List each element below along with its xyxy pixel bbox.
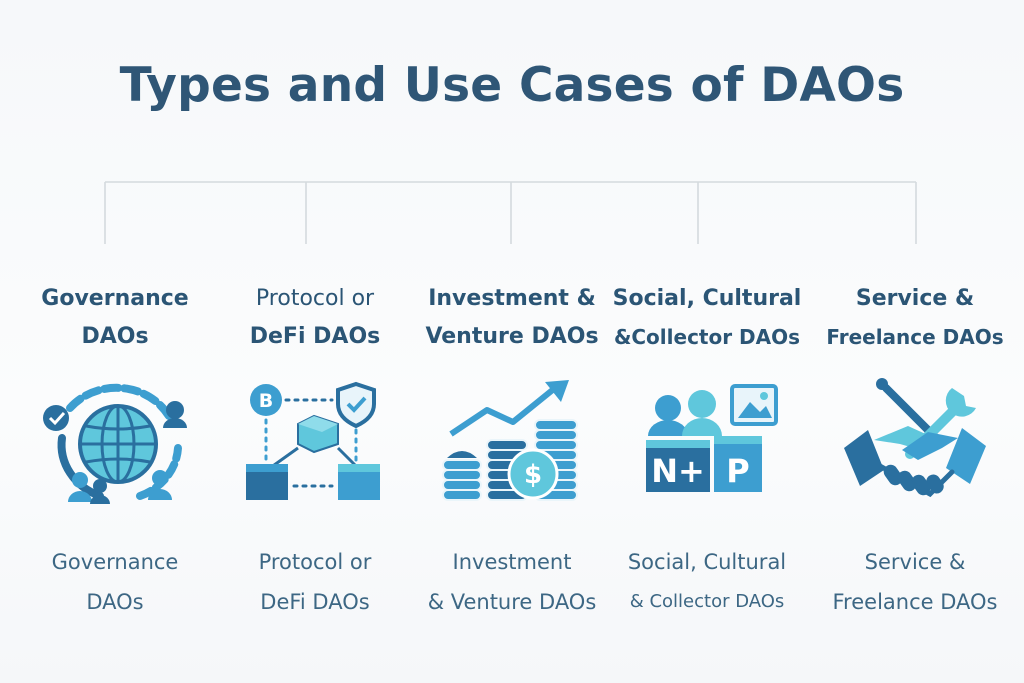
category-service: Service & Freelance DAOs Service & Freel… xyxy=(815,280,1015,622)
page-title: Types and Use Cases of DAOs xyxy=(119,58,905,113)
svg-text:P: P xyxy=(726,452,749,490)
category-heading: Investment & Venture DAOs xyxy=(425,286,599,349)
category-caption: Protocol or DeFi DAOs xyxy=(258,550,372,614)
category-caption: Investment & Venture DAOs xyxy=(427,550,597,614)
category-investment: Investment & Venture DAOs xyxy=(412,280,612,622)
svg-text:N+: N+ xyxy=(651,452,705,490)
category-caption: Governance DAOs xyxy=(51,550,179,614)
category-social: Social, Cultural &Collector DAOs N+ P So… xyxy=(607,280,807,622)
category-heading: Service & Freelance DAOs xyxy=(826,286,1004,349)
category-heading: Governance DAOs xyxy=(41,286,189,349)
blockchain-cubes-icon: B xyxy=(246,381,380,500)
category-heading: Social, Cultural &Collector DAOs xyxy=(612,286,802,349)
svg-text:$: $ xyxy=(524,460,542,490)
category-caption: Service & Freelance DAOs xyxy=(832,550,998,614)
category-caption: Social, Cultural & Collector DAOs xyxy=(627,550,787,612)
svg-text:B: B xyxy=(259,390,273,412)
category-governance: Governance DAOs Governance DAOs xyxy=(15,280,215,622)
handshake-tools-icon xyxy=(844,378,986,498)
category-protocol: Protocol or DeFi DAOs B Protocol or DeFi… xyxy=(215,280,415,622)
community-nft-icon: N+ P xyxy=(646,384,778,492)
globe-network-icon xyxy=(43,383,187,504)
coin-stacks-growth-icon: $ xyxy=(442,380,578,501)
category-heading: Protocol or DeFi DAOs xyxy=(249,286,381,349)
